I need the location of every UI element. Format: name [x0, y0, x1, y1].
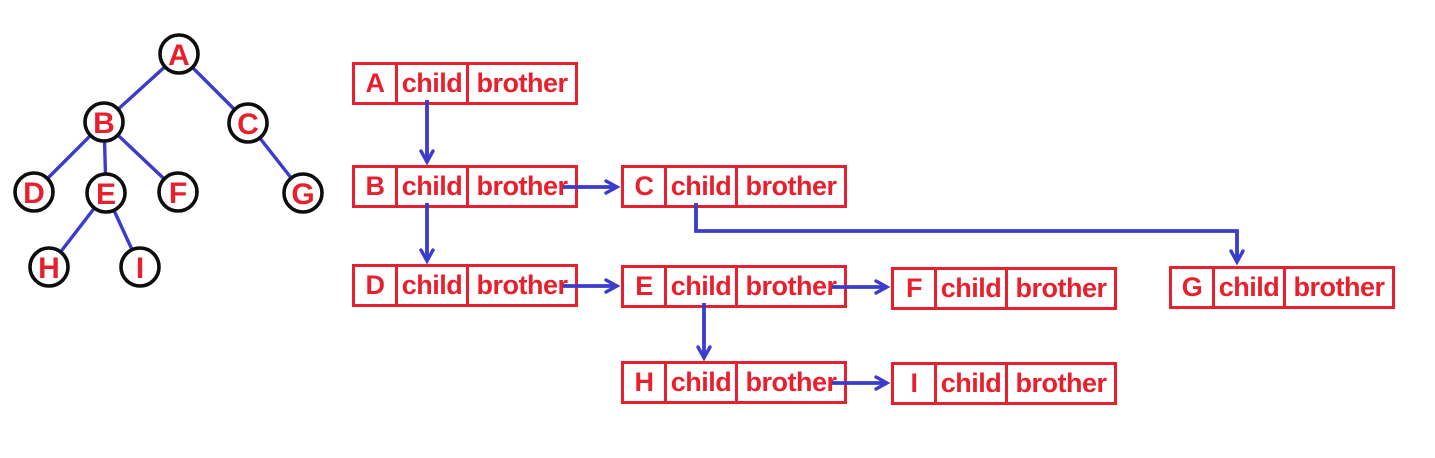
node-child-cell-G: child: [1215, 269, 1286, 306]
tree-node-label-A: A: [168, 39, 190, 72]
tree-node-label-B: B: [93, 107, 115, 140]
tree-edge-B-D: [32, 120, 106, 194]
node-letter-cell-H: H: [624, 364, 667, 401]
node-letter-cell-I: I: [894, 365, 937, 402]
tree-edge-A-C: [177, 52, 250, 125]
node-child-cell-D: child: [398, 267, 469, 304]
node-child-cell-B: child: [398, 168, 469, 205]
node-letter-cell-E: E: [624, 268, 667, 305]
node-letter-cell-F: F: [894, 270, 937, 307]
tree-node-circle-D: [13, 171, 55, 213]
node-brother-cell-A: brother: [476, 68, 569, 98]
tree-node-label-G: G: [291, 178, 314, 211]
tree-edges: [32, 52, 305, 269]
tree-edge-E-I: [104, 192, 142, 268]
node-brother-cell-G: brother: [1293, 272, 1386, 302]
tree-node-circle-G: [282, 172, 324, 214]
tree-node-circle-F: [157, 171, 199, 213]
tree-node-circle-C: [227, 102, 269, 144]
tree-node-label-E: E: [96, 178, 116, 211]
node-letter-cell-C: C: [624, 168, 667, 205]
tree-edge-B-F: [102, 120, 180, 194]
node-brother-cell-H: brother: [745, 367, 838, 397]
node-child-cell-C: child: [667, 168, 738, 205]
tree-edge-C-G: [246, 121, 305, 195]
tree-node-circle-A: [158, 33, 200, 75]
node-brother-cell-E: brother: [745, 271, 838, 301]
tree-node-circle-B: [83, 101, 125, 143]
node-child-cell-I: child: [937, 365, 1008, 402]
node-letter-cell-G: G: [1172, 269, 1215, 306]
node-brother-cell-F: brother: [1015, 273, 1108, 303]
node-brother-cell-B: brother: [476, 171, 569, 201]
node-brother-cell-C: brother: [745, 171, 838, 201]
node-letter-cell-B: B: [355, 168, 398, 205]
tree-node-circle-I: [119, 246, 161, 288]
tree-node-label-C: C: [237, 108, 259, 141]
node-child-cell-A: child: [398, 65, 469, 102]
node-letter-cell-D: D: [355, 267, 398, 304]
tree-node-label-H: H: [38, 252, 60, 285]
node-brother-cell-D: brother: [476, 270, 569, 300]
tree-node-circle-E: [85, 172, 127, 214]
tree-node-label-I: I: [136, 252, 144, 285]
tree-node-label-F: F: [169, 177, 187, 210]
tree-nodes: A B C D E F G H I: [13, 33, 324, 288]
arrow-C-child-to-G: [694, 203, 1245, 266]
pointer-arrows: [419, 100, 1245, 391]
node-letter-cell-A: A: [355, 65, 398, 102]
node-child-cell-F: child: [937, 270, 1008, 307]
tree-edge-B-E: [102, 121, 108, 194]
node-brother-cell-I: brother: [1015, 368, 1108, 398]
tree-node-circle-H: [28, 246, 70, 288]
tree-edge-E-H: [47, 191, 108, 269]
node-child-cell-H: child: [667, 364, 738, 401]
node-child-cell-E: child: [667, 268, 738, 305]
tree-node-label-D: D: [23, 177, 45, 210]
tree-edge-A-B: [102, 52, 181, 124]
